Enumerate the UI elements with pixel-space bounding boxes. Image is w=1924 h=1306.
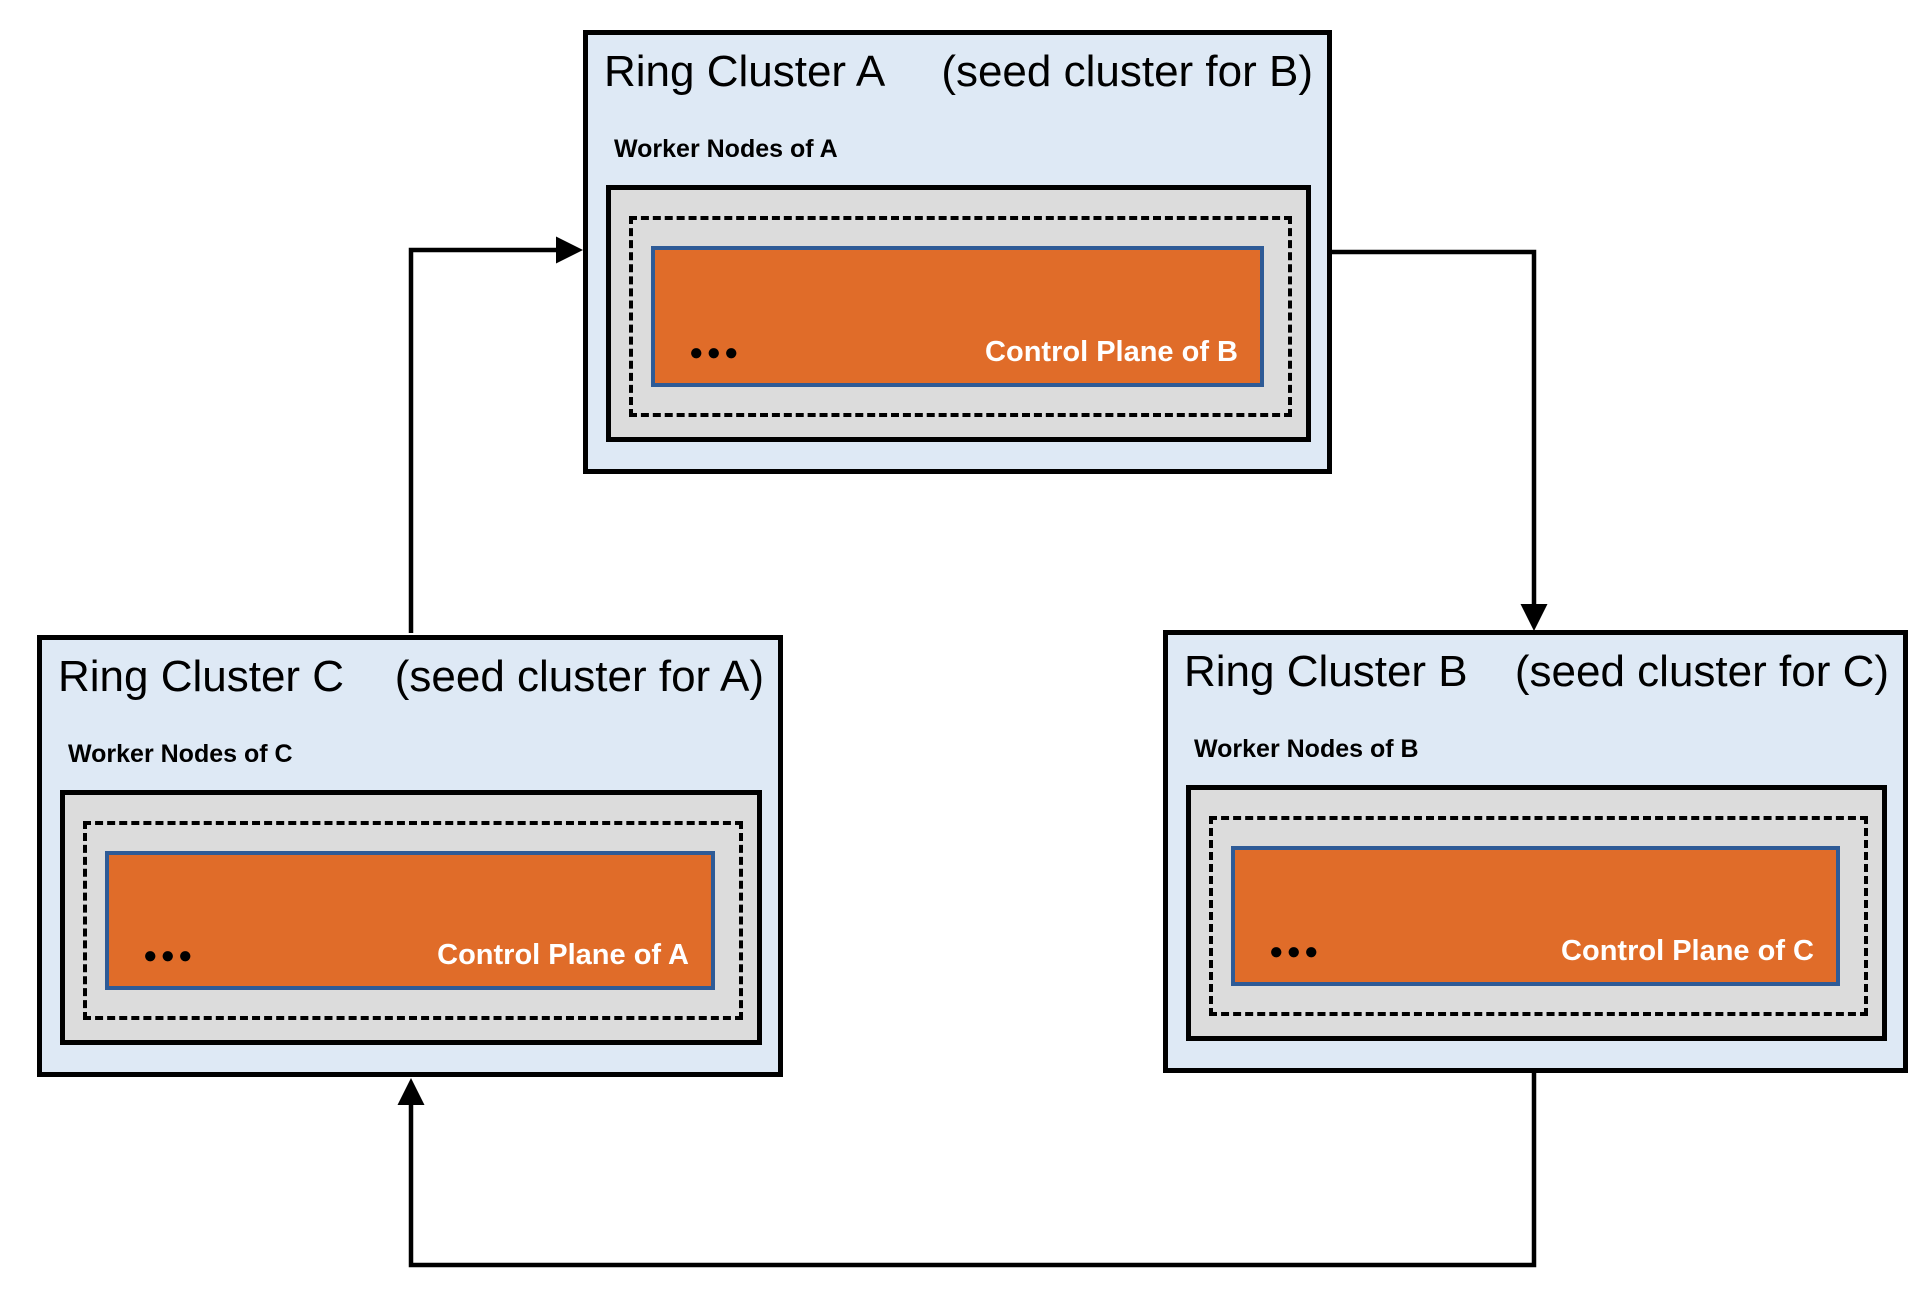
cluster-a-title: Ring Cluster A (604, 47, 886, 96)
cluster-a-control-plane-row: ●●● Control Plane of B (689, 336, 1238, 369)
cluster-a-seed-note: (seed cluster for B) (941, 47, 1313, 96)
cluster-b-title: Ring Cluster B (1184, 647, 1468, 696)
ellipsis-icon: ●●● (689, 339, 742, 367)
cluster-b-worker-nodes-box: ●●● Control Plane of C (1186, 785, 1887, 1041)
cluster-b-worker-nodes-label: Worker Nodes of B (1194, 735, 1419, 763)
cluster-c-worker-nodes-label: Worker Nodes of C (68, 740, 293, 768)
cluster-b-control-plane-box: ●●● Control Plane of C (1231, 846, 1840, 986)
cluster-b-seed-note: (seed cluster for C) (1514, 647, 1889, 696)
cluster-c: Ring Cluster C (seed cluster for A) Work… (37, 635, 783, 1077)
cluster-c-dashed-boundary: ●●● Control Plane of A (83, 821, 743, 1020)
arrow-a-to-b (1330, 249, 1548, 631)
cluster-a: Ring Cluster A (seed cluster for B) Work… (583, 30, 1332, 474)
arrowhead-up-icon (397, 1078, 425, 1105)
ellipsis-icon: ●●● (1269, 938, 1322, 966)
cluster-a-title-row: Ring Cluster A (seed cluster for B) (604, 47, 1313, 98)
arrowhead-down-icon (1520, 604, 1548, 631)
cluster-c-control-plane-label: Control Plane of A (437, 939, 689, 972)
cluster-b-title-row: Ring Cluster B (seed cluster for C) (1184, 647, 1889, 698)
cluster-b-dashed-boundary: ●●● Control Plane of C (1209, 816, 1868, 1016)
cluster-a-dashed-boundary: ●●● Control Plane of B (629, 216, 1292, 417)
cluster-c-control-plane-box: ●●● Control Plane of A (105, 851, 715, 990)
cluster-a-worker-nodes-label: Worker Nodes of A (614, 135, 838, 163)
cluster-a-control-plane-label: Control Plane of B (985, 336, 1238, 369)
cluster-c-title-row: Ring Cluster C (seed cluster for A) (58, 652, 764, 703)
ellipsis-icon: ●●● (143, 942, 196, 970)
cluster-a-control-plane-box: ●●● Control Plane of B (651, 246, 1264, 387)
cluster-a-worker-nodes-box: ●●● Control Plane of B (606, 185, 1311, 442)
cluster-b-control-plane-label: Control Plane of C (1561, 935, 1814, 968)
arrowhead-right-icon (556, 236, 583, 264)
arrow-b-to-c (397, 1071, 1537, 1268)
cluster-b: Ring Cluster B (seed cluster for C) Work… (1163, 630, 1908, 1073)
cluster-c-title: Ring Cluster C (58, 652, 345, 701)
cluster-b-control-plane-row: ●●● Control Plane of C (1269, 935, 1814, 968)
cluster-c-seed-note: (seed cluster for A) (394, 652, 764, 701)
cluster-c-control-plane-row: ●●● Control Plane of A (143, 939, 689, 972)
arrow-c-to-a (408, 236, 583, 633)
cluster-c-worker-nodes-box: ●●● Control Plane of A (60, 790, 762, 1045)
